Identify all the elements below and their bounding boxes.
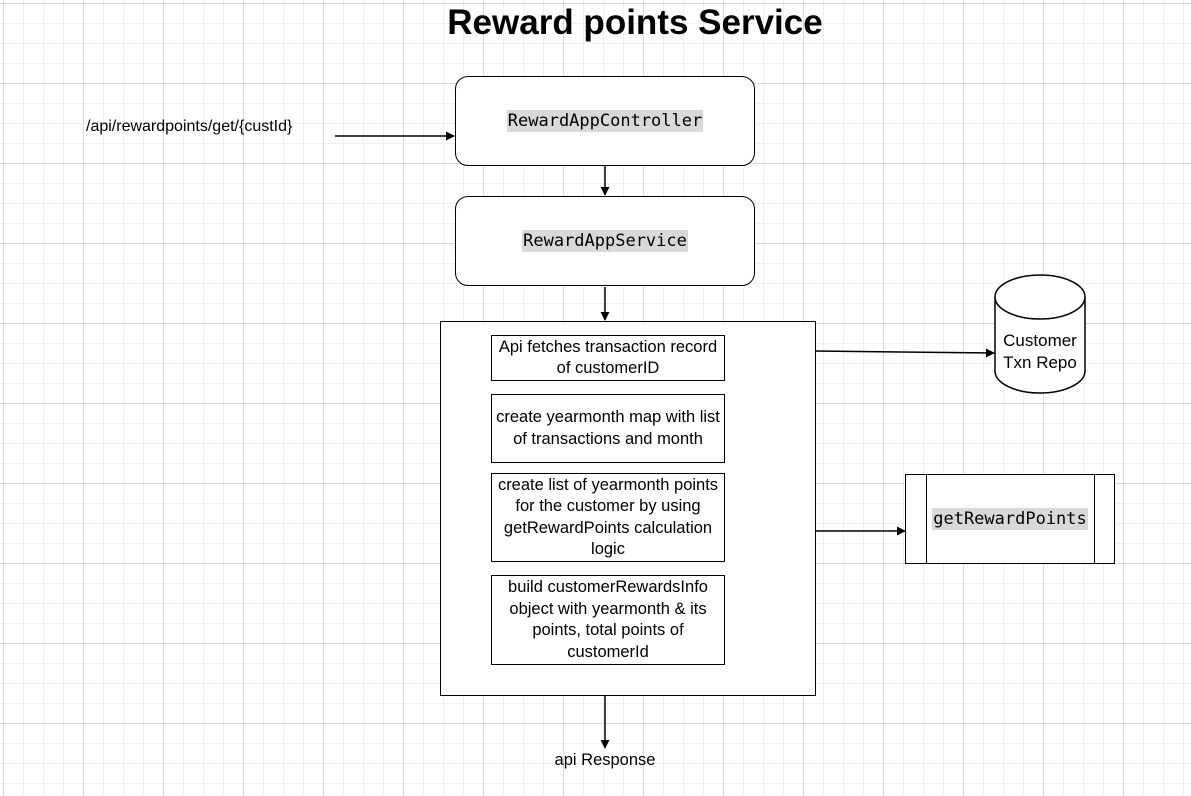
customer-txn-repo-label: Customer Txn Repo (1003, 331, 1077, 372)
database-cylinder-icon (994, 274, 1086, 394)
step-fetch-transactions-label: Api fetches transaction record of custom… (498, 337, 718, 378)
endpoint-label: /api/rewardpoints/get/{custId} (86, 118, 293, 135)
subprocess-right-bar (1094, 475, 1095, 563)
step-yearmonth-points-label: create list of yearmonth points for the … (497, 475, 719, 559)
api-response-label: api Response (554, 751, 656, 769)
controller-label: RewardAppController (506, 110, 704, 132)
diagram-title: Reward points Service (447, 3, 823, 42)
service-label: RewardAppService (522, 230, 688, 252)
step-build-rewards-info[interactable]: build customerRewardsInfo object with ye… (491, 575, 725, 665)
step-yearmonth-points[interactable]: create list of yearmonth points for the … (491, 473, 725, 562)
customer-txn-repo-node[interactable]: Customer Txn Repo (993, 273, 1087, 395)
get-reward-points-node[interactable]: getRewardPoints (905, 474, 1115, 564)
step-yearmonth-map-label: create yearmonth map with list of transa… (496, 408, 720, 448)
controller-node[interactable]: RewardAppController (455, 76, 755, 166)
step-build-rewards-info-label: build customerRewardsInfo object with ye… (508, 578, 708, 661)
step-yearmonth-map[interactable]: create yearmonth map with list of transa… (491, 394, 725, 463)
get-reward-points-label: getRewardPoints (932, 508, 1088, 530)
subprocess-left-bar (926, 475, 927, 563)
step-fetch-transactions[interactable]: Api fetches transaction record of custom… (491, 335, 725, 381)
service-node[interactable]: RewardAppService (455, 196, 755, 286)
